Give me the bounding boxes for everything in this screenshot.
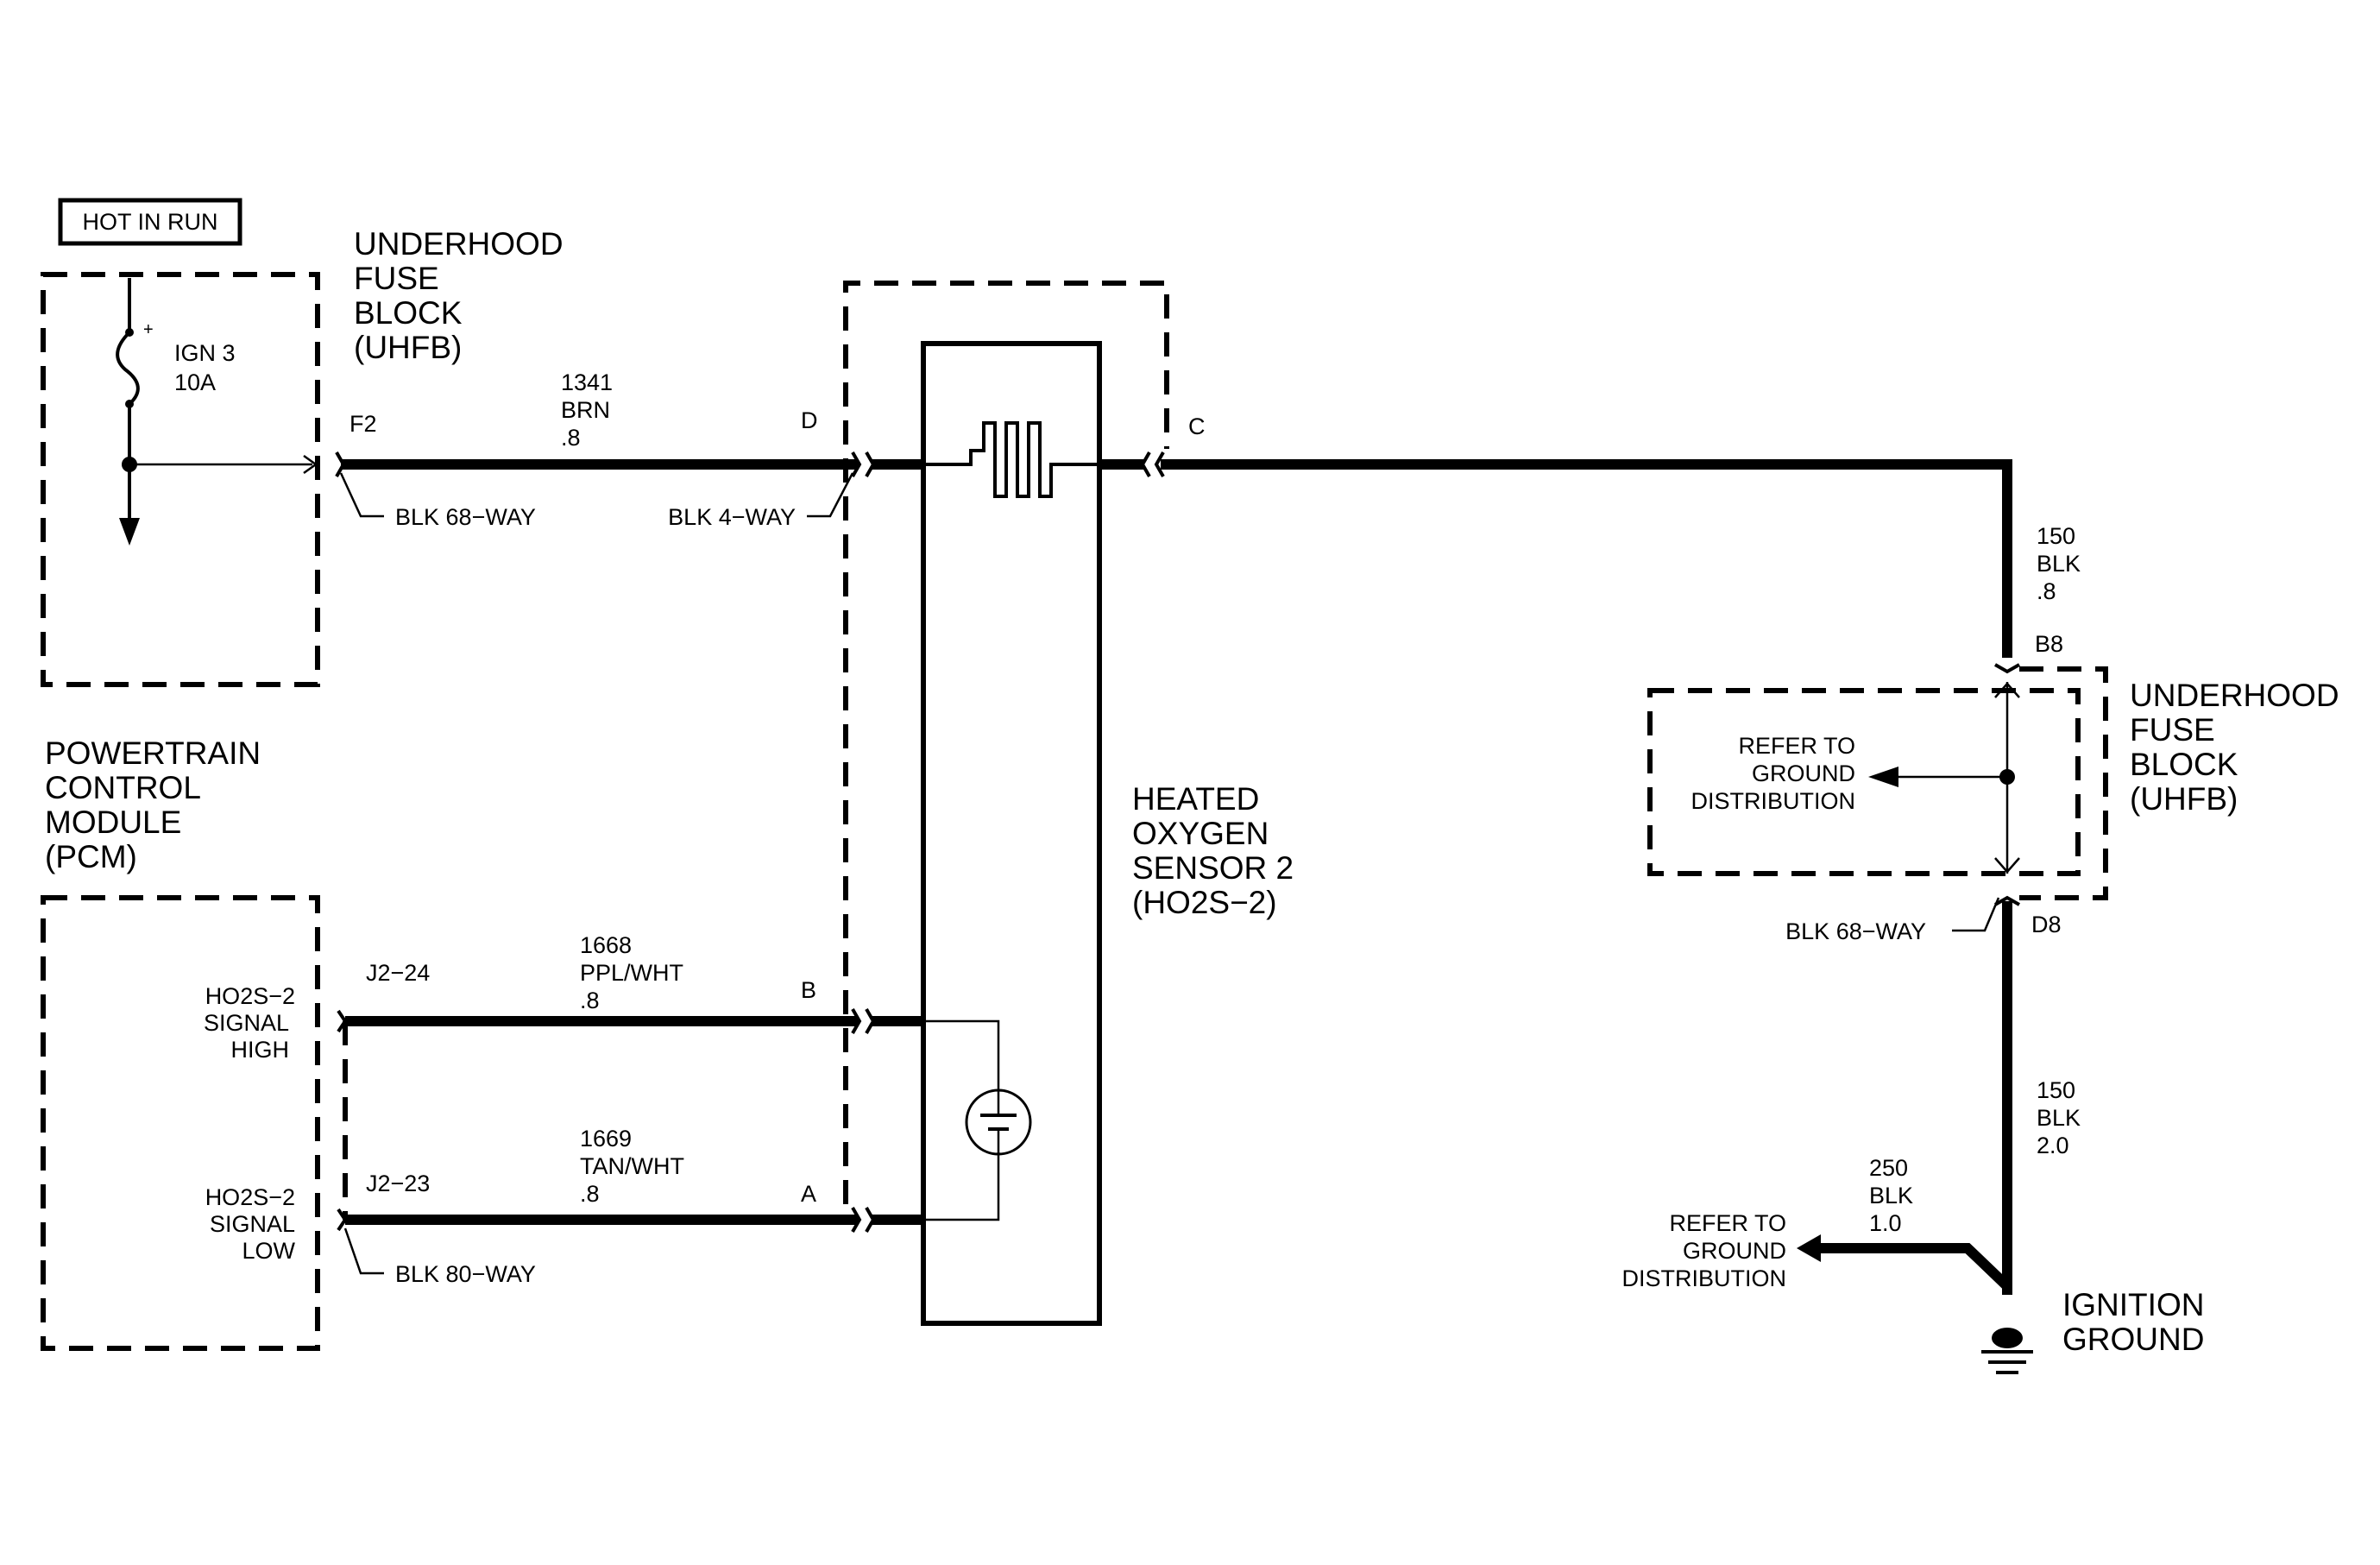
heater-element-icon xyxy=(923,421,1099,498)
wire-1341-gauge: .8 xyxy=(561,425,581,451)
uhfb-right-line4: (UHFB) xyxy=(2130,781,2238,817)
ground-icon xyxy=(1981,1328,2033,1374)
pcm-line3: MODULE xyxy=(45,805,181,840)
ground-ref-inner-l1: REFER TO xyxy=(1738,733,1855,759)
connector-b: B xyxy=(801,977,816,1003)
wire-250-gauge: 1.0 xyxy=(1869,1210,1902,1236)
wire-1668-gauge: .8 xyxy=(580,988,600,1013)
hot-in-run-label: HOT IN RUN xyxy=(58,198,242,246)
wire-150b-gauge: 2.0 xyxy=(2037,1133,2069,1158)
pcm-high-l2: SIGNAL xyxy=(204,1010,289,1036)
wire-1341-circuit: 1341 xyxy=(561,369,613,395)
uhfb-top-title: UNDERHOOD FUSE BLOCK (UHFB) xyxy=(354,226,564,365)
connector-a: A xyxy=(801,1181,816,1207)
uhfb-top-line4: (UHFB) xyxy=(354,330,462,365)
sensor-line1: HEATED xyxy=(1132,781,1259,817)
wire-250 xyxy=(1797,1234,2012,1290)
pcm-title: POWERTRAIN CONTROL MODULE (PCM) xyxy=(45,735,261,874)
pcm-low-l3: LOW xyxy=(242,1238,295,1264)
ignition-ground-l2: GROUND xyxy=(2062,1322,2204,1357)
ground-ref-outer-l3: DISTRIBUTION xyxy=(1621,1265,1786,1291)
pin-j2-23: J2−23 xyxy=(366,1171,430,1196)
connector-blk68-right: BLK 68−WAY xyxy=(1785,918,1926,944)
sensor-body xyxy=(921,341,1102,1326)
connector-b8: B8 xyxy=(2035,631,2063,657)
pcm-box xyxy=(41,895,320,1351)
wire-1669-gauge: .8 xyxy=(580,1181,600,1207)
fuse-rating: 10A xyxy=(174,369,216,395)
wire-150b-circuit: 150 xyxy=(2037,1077,2075,1103)
pcm-line4: (PCM) xyxy=(45,839,137,874)
ground-ref-inner-l3: DISTRIBUTION xyxy=(1691,788,1855,814)
uhfb-right-inner xyxy=(1647,688,2081,876)
sensor-line3: SENSOR 2 xyxy=(1132,850,1294,886)
wire-1668-circuit: 1668 xyxy=(580,932,632,958)
connector-f2: F2 xyxy=(349,411,377,437)
uhfb-top-line3: BLOCK xyxy=(354,295,463,331)
pcm-low-l1: HO2S−2 xyxy=(205,1184,295,1210)
wire-1668 xyxy=(337,1008,923,1034)
uhfb-top-line2: FUSE xyxy=(354,261,439,296)
connector-blk68-left: BLK 68−WAY xyxy=(395,504,536,530)
sensor-title: HEATED OXYGEN SENSOR 2 (HO2S−2) xyxy=(1132,781,1294,920)
uhfb-right-line1: UNDERHOOD xyxy=(2130,678,2339,713)
connector-d8: D8 xyxy=(2031,912,2062,937)
uhfb-right-outer xyxy=(2019,666,2108,900)
wire-heater-ground xyxy=(1099,451,2020,674)
sensor-line2: OXYGEN xyxy=(1132,816,1269,851)
wire-250-color: BLK xyxy=(1869,1183,1913,1208)
uhfb-right-title: UNDERHOOD FUSE BLOCK (UHFB) xyxy=(2130,678,2339,817)
pcm-line1: POWERTRAIN xyxy=(45,735,261,771)
wire-1669-circuit: 1669 xyxy=(580,1126,632,1152)
wire-150b-color: BLK xyxy=(2037,1105,2081,1131)
wire-250-circuit: 250 xyxy=(1869,1155,1908,1181)
fuse-plus: + xyxy=(143,320,154,339)
ground-ref-outer-l2: GROUND xyxy=(1683,1238,1786,1264)
wire-1341-color: BRN xyxy=(561,397,610,423)
connector-d: D xyxy=(801,407,818,433)
ignition-ground-l1: IGNITION xyxy=(2062,1287,2204,1322)
wire-1668-color: PPL/WHT xyxy=(580,960,683,986)
fuse-icon xyxy=(116,278,318,546)
wire-150a-gauge: .8 xyxy=(2037,578,2056,604)
pcm-high-l3: HIGH xyxy=(231,1037,290,1063)
ground-ref-inner-l2: GROUND xyxy=(1752,760,1855,786)
wire-1669-color: TAN/WHT xyxy=(580,1153,684,1179)
sensing-element-icon xyxy=(923,1019,1032,1221)
connector-blk80: BLK 80−WAY xyxy=(395,1261,536,1287)
uhfb-right-line2: FUSE xyxy=(2130,712,2215,748)
pcm-low-l2: SIGNAL xyxy=(210,1211,295,1237)
uhfb-right-bus xyxy=(1868,682,2020,874)
fuse-name: IGN 3 xyxy=(174,340,236,366)
pin-j2-24: J2−24 xyxy=(366,960,430,986)
connector-c: C xyxy=(1188,413,1206,439)
ground-ref-outer-l1: REFER TO xyxy=(1669,1210,1786,1236)
uhfb-right-line3: BLOCK xyxy=(2130,747,2238,782)
hot-in-run-text: HOT IN RUN xyxy=(82,209,217,235)
wire-150a-circuit: 150 xyxy=(2037,523,2075,549)
wire-1669 xyxy=(337,1207,923,1233)
wire-1341 xyxy=(335,451,923,477)
pcm-high-l1: HO2S−2 xyxy=(205,983,295,1009)
uhfb-top-line1: UNDERHOOD xyxy=(354,226,564,262)
pcm-line2: CONTROL xyxy=(45,770,201,805)
sensor-connector-housing xyxy=(843,281,1169,1204)
wire-150b xyxy=(1994,895,2020,1295)
wire-150a-color: BLK xyxy=(2037,551,2081,577)
sensor-line4: (HO2S−2) xyxy=(1132,885,1277,920)
uhfb-top-box xyxy=(41,272,320,687)
connector-blk4: BLK 4−WAY xyxy=(668,504,796,530)
